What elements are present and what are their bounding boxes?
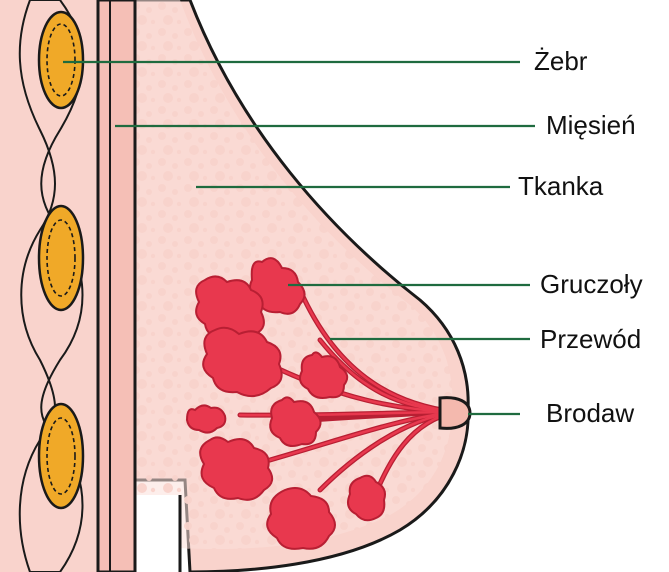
label-rib: Żebr	[526, 40, 595, 82]
rib-2	[39, 206, 83, 310]
label-tissue: Tkanka	[510, 165, 611, 207]
label-glands: Gruczoły	[532, 263, 651, 305]
rib-3	[39, 404, 83, 508]
muscle-layer	[98, 0, 135, 572]
rib-1	[39, 12, 83, 108]
label-duct: Przewód	[532, 318, 649, 360]
label-nipple: Brodaw	[538, 392, 642, 434]
nipple	[440, 398, 470, 429]
label-muscle: Mięsień	[538, 104, 644, 146]
